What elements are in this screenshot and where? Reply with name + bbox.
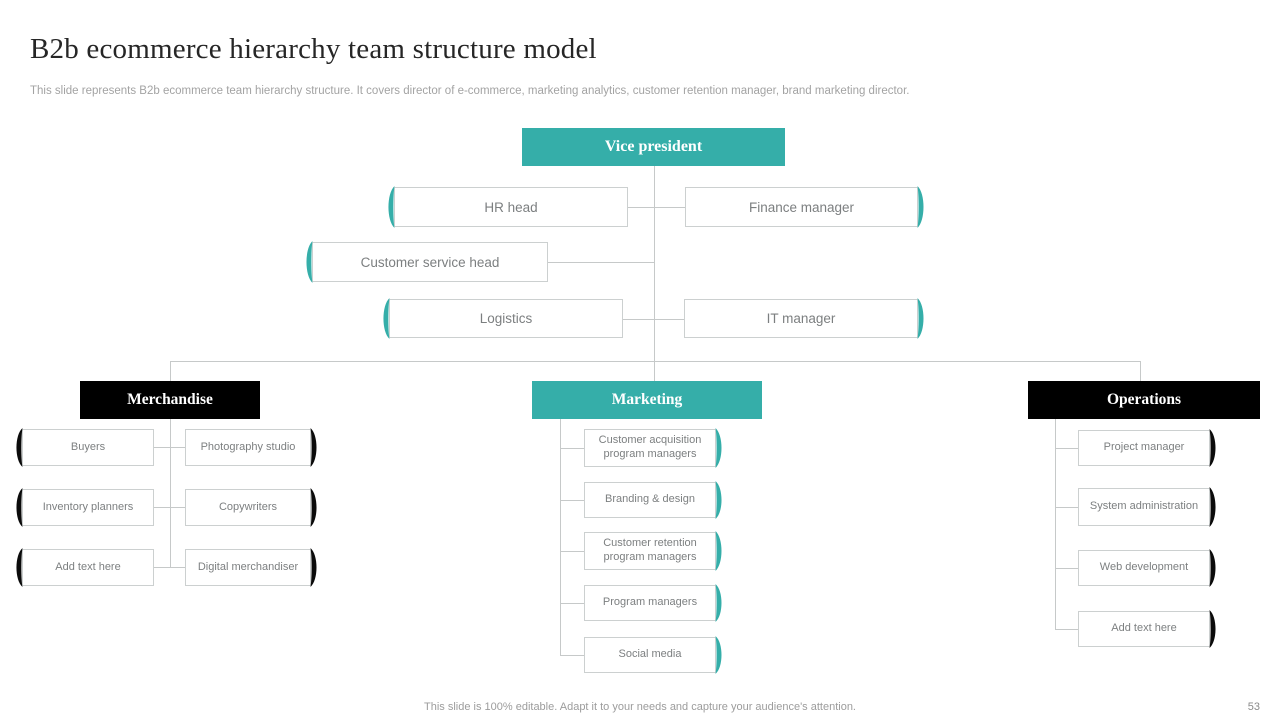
org-node-digital-merchandiser: Digital merchandiser — [185, 548, 317, 587]
org-node-inventory-planners: Inventory planners — [16, 488, 154, 527]
right-bracket-icon — [310, 548, 319, 587]
org-node-hr-head: HR head — [388, 186, 628, 228]
connector-line — [1055, 448, 1078, 449]
org-node-photography-studio: Photography studio — [185, 428, 317, 467]
connector-line — [548, 262, 655, 263]
org-node-web-development: Web development — [1078, 549, 1216, 587]
connector-line — [154, 507, 185, 508]
org-node-project-manager: Project manager — [1078, 429, 1216, 467]
connector-line — [1055, 507, 1078, 508]
right-bracket-icon — [1209, 549, 1218, 587]
org-node-program-managers: Program managers — [584, 584, 722, 622]
org-node-logistics: Logistics — [383, 298, 623, 339]
right-bracket-icon — [917, 186, 926, 228]
connector-line — [1055, 419, 1056, 629]
slide-subtitle: This slide represents B2b ecommerce team… — [30, 85, 910, 97]
org-node-label: Vice president — [604, 138, 703, 155]
left-bracket-icon — [14, 488, 23, 527]
org-node-label: System administration — [1089, 500, 1199, 513]
dept-header-label: Marketing — [611, 391, 683, 408]
org-node-label: Finance manager — [748, 199, 855, 215]
left-bracket-icon — [304, 241, 313, 283]
org-node-label: Inventory planners — [42, 500, 134, 513]
connector-line — [560, 448, 584, 449]
org-node-customer-acquisition-program-managers: Customer acquisition program managers — [584, 428, 722, 468]
connector-line — [154, 567, 185, 568]
footer-note: This slide is 100% editable. Adapt it to… — [424, 701, 856, 713]
connector-line — [560, 551, 584, 552]
right-bracket-icon — [715, 531, 724, 571]
connector-line — [623, 319, 684, 320]
org-node-it-manager: IT manager — [684, 298, 924, 339]
org-node-finance-manager: Finance manager — [685, 186, 924, 228]
org-node-label: Photography studio — [200, 440, 296, 453]
org-node-label: Customer retention program managers — [603, 537, 697, 563]
right-bracket-icon — [1209, 487, 1218, 527]
connector-line — [154, 447, 185, 448]
connector-line — [1140, 361, 1141, 381]
org-node-system-administration: System administration — [1078, 487, 1216, 527]
dept-header-marketing: Marketing — [532, 381, 762, 419]
org-node-label: Buyers — [70, 440, 106, 453]
connector-line — [560, 500, 584, 501]
connector-line — [560, 419, 561, 655]
org-node-label: Program managers — [602, 596, 698, 609]
org-node-label: IT manager — [766, 311, 836, 326]
org-node-label: HR head — [484, 199, 538, 215]
connector-line — [170, 419, 171, 567]
org-node-label: Copywriters — [218, 500, 278, 513]
org-node-add-text-here-merchandise: Add text here — [16, 548, 154, 587]
org-node-label: Digital merchandiser — [197, 560, 299, 573]
org-node-social-media: Social media — [584, 636, 722, 674]
connector-line — [628, 207, 685, 208]
org-node-copywriters: Copywriters — [185, 488, 317, 527]
left-bracket-icon — [381, 298, 390, 339]
right-bracket-icon — [715, 636, 724, 674]
left-bracket-icon — [386, 186, 395, 228]
right-bracket-icon — [715, 481, 724, 519]
org-node-label: Branding & design — [605, 493, 695, 506]
page-title: B2b ecommerce hierarchy team structure m… — [30, 33, 597, 65]
right-bracket-icon — [715, 584, 724, 622]
page-number: 53 — [1247, 701, 1260, 713]
dept-header-merchandise: Merchandise — [80, 381, 260, 419]
right-bracket-icon — [1209, 610, 1218, 648]
org-node-label: Logistics — [479, 311, 533, 326]
connector-line — [1055, 629, 1078, 630]
dept-header-label: Operations — [1106, 391, 1182, 408]
connector-line — [560, 655, 584, 656]
connector-line — [170, 361, 1140, 362]
org-node-add-text-here-operations: Add text here — [1078, 610, 1216, 648]
connector-line — [170, 361, 171, 381]
left-bracket-icon — [14, 428, 23, 467]
dept-header-operations: Operations — [1028, 381, 1260, 419]
right-bracket-icon — [917, 298, 926, 339]
right-bracket-icon — [310, 428, 319, 467]
org-node-branding-and-design: Branding & design — [584, 481, 722, 519]
right-bracket-icon — [715, 428, 724, 468]
org-node-customer-service-head: Customer service head — [306, 241, 548, 283]
org-node-label: Customer acquisition program managers — [598, 434, 702, 460]
right-bracket-icon — [1209, 429, 1218, 467]
org-node-buyers: Buyers — [16, 428, 154, 467]
connector-line — [560, 603, 584, 604]
org-node-label: Social media — [618, 648, 682, 661]
org-node-customer-retention-program-managers: Customer retention program managers — [584, 531, 722, 571]
org-node-label: Customer service head — [360, 254, 500, 270]
left-bracket-icon — [14, 548, 23, 587]
org-node-label: Add text here — [1111, 622, 1177, 635]
connector-line — [654, 166, 655, 381]
org-node-vice-president: Vice president — [522, 128, 785, 166]
dept-header-label: Merchandise — [127, 391, 213, 408]
org-node-label: Add text here — [55, 560, 121, 573]
connector-line — [1055, 568, 1078, 569]
org-node-label: Project manager — [1103, 441, 1185, 454]
right-bracket-icon — [310, 488, 319, 527]
org-node-label: Web development — [1099, 561, 1189, 574]
